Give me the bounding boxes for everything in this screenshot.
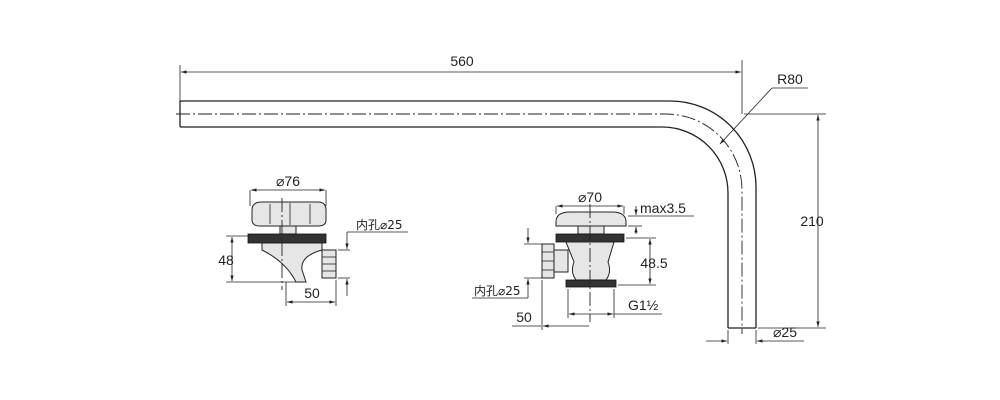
diameter-label: ⌀25: [773, 324, 797, 340]
left-body: [261, 242, 323, 283]
right-offset-label: 50: [516, 309, 532, 325]
right-outlet-pipe: [553, 249, 569, 273]
right-bore-label: 内孔⌀25: [474, 284, 521, 298]
diameter-dimension: ⌀25: [706, 324, 804, 344]
right-thread-label: G1½: [628, 297, 659, 313]
pipe-outer-edge: [180, 100, 757, 328]
height-dimension: 210: [744, 113, 826, 329]
right-height-label: 48.5: [640, 255, 667, 271]
left-height-label: 48: [218, 252, 234, 268]
left-bore-label: 内孔⌀25: [356, 218, 403, 232]
right-cap: [555, 211, 627, 227]
length-dimension: 560: [179, 53, 743, 114]
right-bottom-nut: [565, 279, 617, 288]
radius-callout: R80: [719, 71, 808, 145]
left-flange: [247, 233, 327, 244]
left-width-label: 50: [304, 285, 320, 301]
right-valve: ⌀70 max3.5 48.5 内孔⌀25 50 G1½: [472, 189, 694, 330]
pipe-inner-edge: [180, 126, 729, 328]
right-stem: [577, 225, 605, 235]
height-label: 210: [800, 213, 824, 229]
length-label: 560: [450, 53, 474, 69]
left-top-diameter-label: ⌀76: [276, 173, 300, 189]
right-top-diameter-label: ⌀70: [578, 189, 602, 205]
left-knob: [251, 201, 327, 227]
pipe-centerline: [176, 113, 743, 334]
right-max-label: max3.5: [640, 200, 686, 216]
radius-label: R80: [777, 71, 803, 87]
bent-pipe: [176, 100, 757, 334]
left-valve: ⌀76 内孔⌀25 48 50: [218, 173, 408, 306]
